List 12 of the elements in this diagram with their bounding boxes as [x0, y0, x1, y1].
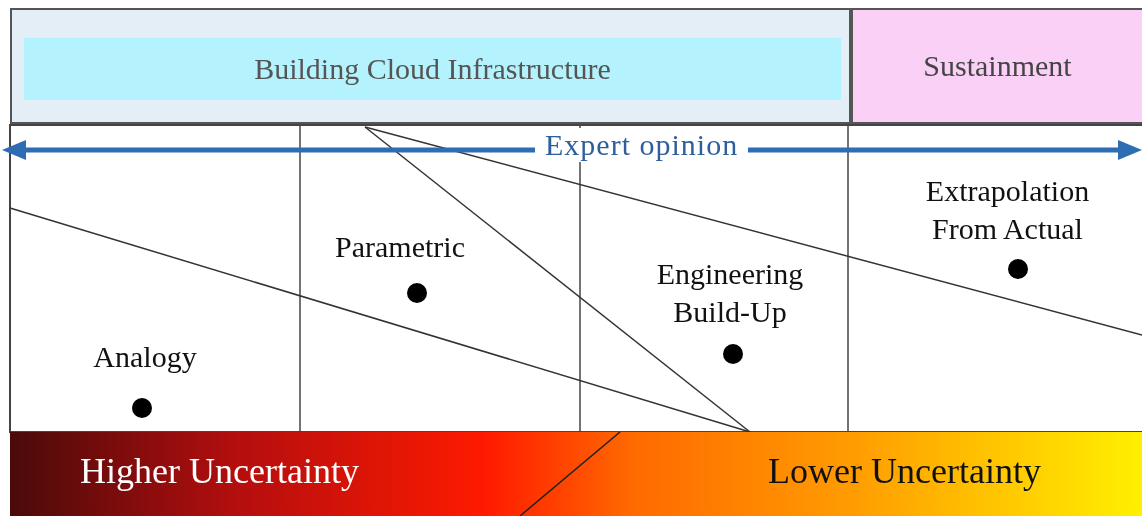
method-label: Analogy: [92, 339, 198, 375]
method-label: Engineering Build-Up: [655, 256, 805, 330]
phase-band: [851, 8, 1142, 124]
uncertainty-bar: [10, 432, 1142, 516]
phase-label: Sustainment: [923, 49, 1072, 83]
method-label: Extrapolation From Actual: [924, 173, 1091, 247]
range-label: Expert opinion: [535, 128, 749, 162]
method-label: Parametric: [334, 229, 466, 265]
phase-label: Building Cloud Infrastructure: [24, 38, 841, 100]
phase-band: [10, 8, 851, 124]
bar-label: Lower Uncertainty: [768, 450, 1041, 492]
bar-label: Higher Uncertainty: [80, 450, 359, 492]
